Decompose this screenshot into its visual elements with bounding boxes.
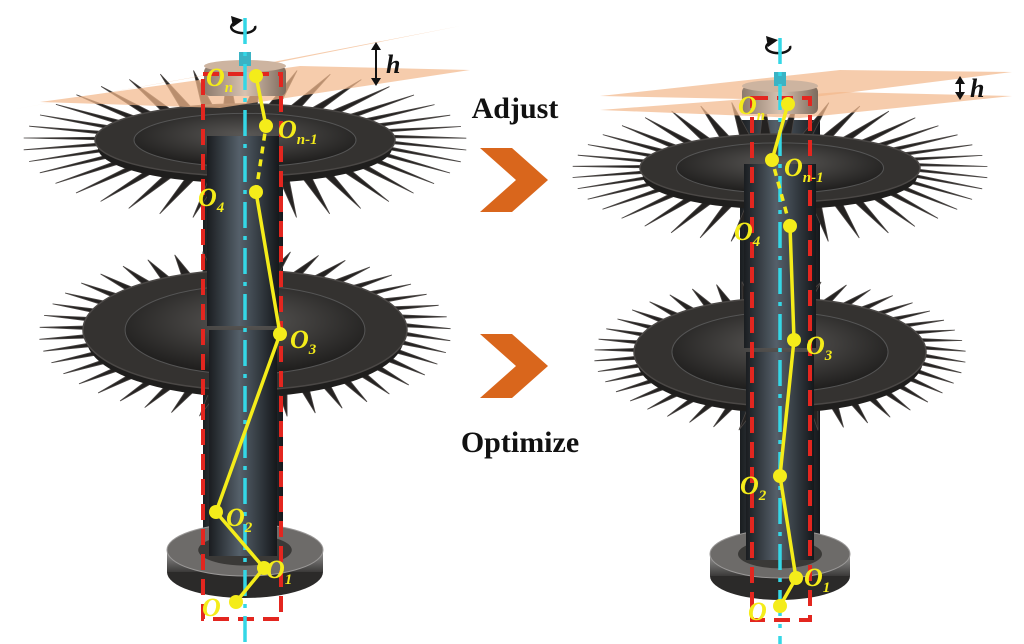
center-point-2 (209, 505, 223, 519)
optimize-label: Optimize (461, 426, 579, 459)
rotation-arrow-icon (230, 16, 257, 35)
chevron-right-icon (480, 148, 548, 212)
point-label-main: O (748, 597, 767, 626)
point-label-sub: 4 (752, 234, 761, 250)
center-point-n (249, 69, 263, 83)
center-point-3 (273, 327, 287, 341)
point-label-main: O (278, 115, 297, 144)
point-label-sub: n-1 (803, 170, 824, 186)
point-label-main: O (740, 471, 759, 500)
point-label-sub: 3 (824, 348, 833, 364)
double-arrow-icon (371, 42, 381, 86)
rotation-arrow-icon (765, 36, 792, 55)
rotation-arc (765, 40, 792, 55)
upper-turbine-disk-blades (572, 100, 988, 244)
center-point-4 (783, 219, 797, 233)
rotation-head (231, 16, 243, 27)
point-label-0: O (748, 597, 767, 626)
center-point-n1 (259, 119, 273, 133)
point-label-sub: n (757, 108, 765, 124)
point-label-sub: 2 (244, 520, 253, 536)
center-point-4 (249, 185, 263, 199)
point-label-sub: 3 (308, 342, 317, 358)
point-label-main: O (804, 563, 823, 592)
point-label-sub: 1 (285, 572, 293, 588)
center-point-n1 (765, 153, 779, 167)
h-arrow-down (371, 78, 381, 86)
dashed-bounding-box (201, 72, 283, 621)
polyline-dashed-gap (770, 159, 792, 227)
center-point-1 (257, 561, 271, 575)
chevron-right-icon (480, 334, 548, 398)
point-label-n: On (738, 91, 765, 124)
shaft-mid (207, 136, 279, 326)
point-label-main: O (198, 183, 217, 212)
point-label-4: O4 (198, 183, 225, 216)
point-label-3: O3 (806, 331, 833, 364)
point-label-2: O2 (740, 471, 767, 504)
point-label-main: O (784, 153, 803, 182)
point-label-main: O (206, 63, 225, 92)
center-point-3 (787, 333, 801, 347)
polyline-solid-upper (254, 75, 268, 127)
center-point-2 (773, 469, 787, 483)
double-arrow-icon (955, 76, 965, 100)
point-label-4: O4 (734, 217, 761, 250)
point-label-n: On (206, 63, 233, 96)
h-arrow-up (955, 76, 965, 84)
point-label-3: O3 (290, 325, 317, 358)
center-point-0 (229, 595, 243, 609)
point-label-1: O1 (266, 555, 292, 588)
center-point-n (781, 97, 795, 111)
point-label-2: O2 (226, 503, 253, 536)
adjust-label: Adjust (472, 92, 559, 125)
point-label-sub: n (225, 80, 233, 96)
point-label-n1: On-1 (278, 115, 318, 148)
adjust-arrow-group: Adjust (472, 92, 559, 212)
point-label-n1: On-1 (784, 153, 824, 186)
point-label-main: O (290, 325, 309, 354)
h-arrow-down (955, 92, 965, 100)
point-label-1: O1 (804, 563, 830, 596)
point-label-main: O (226, 503, 245, 532)
point-label-sub: n-1 (297, 132, 318, 148)
center-point-0 (773, 599, 787, 613)
polyline-dashed-gap (254, 125, 268, 193)
point-label-main: O (806, 331, 825, 360)
height-label: h (970, 74, 984, 103)
point-label-sub: 2 (758, 488, 767, 504)
shaft-top-stub (239, 52, 251, 66)
point-label-main: O (202, 593, 221, 622)
shaft-top-stub (774, 72, 786, 86)
optimize-arrow-group: Optimize (461, 334, 579, 459)
height-label: h (386, 50, 400, 79)
rotation-arc (230, 20, 257, 35)
point-label-sub: 4 (216, 200, 225, 216)
point-label-main: O (266, 555, 285, 584)
h-arrow-up (371, 42, 381, 50)
point-label-main: O (734, 217, 753, 246)
center-point-1 (789, 571, 803, 585)
point-label-main: O (738, 91, 757, 120)
polyline-solid-upper (770, 103, 790, 161)
rotation-head (766, 36, 778, 47)
point-label-sub: 1 (823, 580, 831, 596)
point-label-0: O (202, 593, 221, 622)
